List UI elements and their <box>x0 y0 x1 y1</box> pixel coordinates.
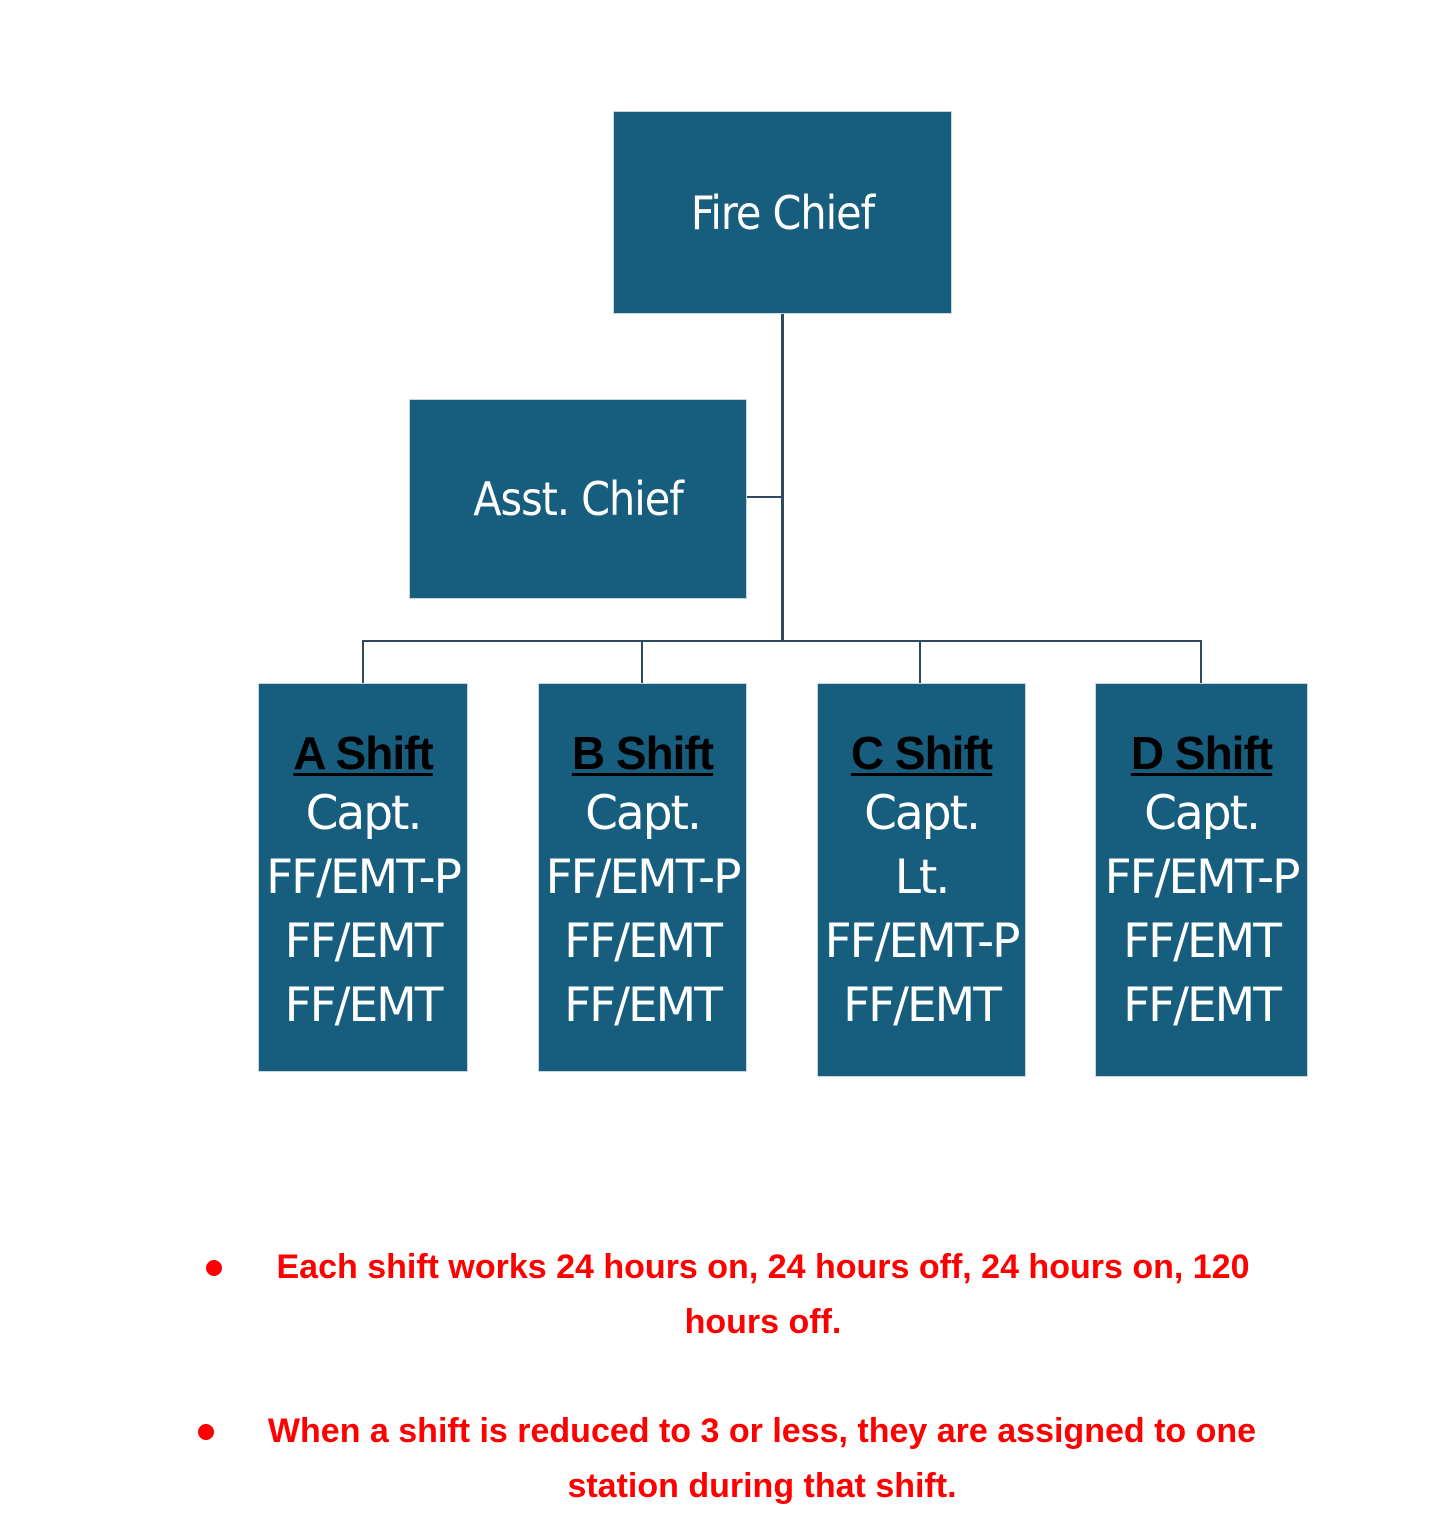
note-item: When a shift is reduced to 3 or less, th… <box>222 1404 1302 1514</box>
shift-b-role: FF/EMT-P <box>545 850 742 905</box>
shift-d-role: FF/EMT <box>1123 914 1282 969</box>
shift-c-box: C Shift Capt. Lt. FF/EMT-P FF/EMT <box>817 683 1026 1077</box>
asst-chief-label: Asst. Chief <box>473 472 684 526</box>
shift-c-title: C Shift <box>850 727 993 779</box>
shift-d-role: FF/EMT <box>1123 978 1282 1033</box>
fire-chief-label: Fire Chief <box>690 185 875 240</box>
shift-d-role: FF/EMT-P <box>1104 850 1301 905</box>
shift-c-role: FF/EMT <box>843 978 1002 1033</box>
shift-a-role: FF/EMT-P <box>266 850 462 905</box>
note-line: Each shift works 24 hours on, 24 hours o… <box>276 1248 1250 1286</box>
shift-b-title: B Shift <box>571 727 714 779</box>
connector-shift-d <box>1200 640 1202 684</box>
bullet-icon <box>198 1424 214 1440</box>
shift-d-role: Capt. <box>1144 786 1261 841</box>
note-line: When a shift is reduced to 3 or less, th… <box>267 1412 1257 1450</box>
bullet-icon <box>206 1260 222 1276</box>
shift-a-box: A Shift Capt. FF/EMT-P FF/EMT FF/EMT <box>258 683 468 1072</box>
shift-b-role: Capt. <box>585 786 702 841</box>
connector-shift-c <box>919 640 921 684</box>
note-line: hours off. <box>684 1303 842 1341</box>
shift-d-title: D Shift <box>1130 727 1273 779</box>
shift-d-box: D Shift Capt. FF/EMT-P FF/EMT FF/EMT <box>1095 683 1308 1077</box>
shift-b-role: FF/EMT <box>564 978 723 1033</box>
connector-shift-bus <box>362 640 1202 642</box>
note-line: station during that shift. <box>567 1467 957 1505</box>
connector-shift-b <box>641 640 643 684</box>
fire-chief-box: Fire Chief <box>613 111 952 314</box>
shift-b-box: B Shift Capt. FF/EMT-P FF/EMT FF/EMT <box>538 683 747 1072</box>
asst-chief-box: Asst. Chief <box>409 399 747 599</box>
shift-c-role: FF/EMT-P <box>824 914 1021 969</box>
note-item: Each shift works 24 hours on, 24 hours o… <box>230 1240 1296 1350</box>
connector-asst <box>746 496 782 498</box>
shift-a-role: FF/EMT <box>284 914 444 969</box>
shift-a-title: A Shift <box>293 727 433 779</box>
shift-a-role: Capt. <box>305 786 423 841</box>
shift-a-role: FF/EMT <box>284 978 444 1033</box>
shift-c-role: Lt. <box>894 850 951 905</box>
connector-chief-vertical <box>781 313 784 642</box>
connector-shift-a <box>362 640 364 684</box>
shift-b-role: FF/EMT <box>564 914 723 969</box>
shift-c-role: Capt. <box>864 786 981 841</box>
